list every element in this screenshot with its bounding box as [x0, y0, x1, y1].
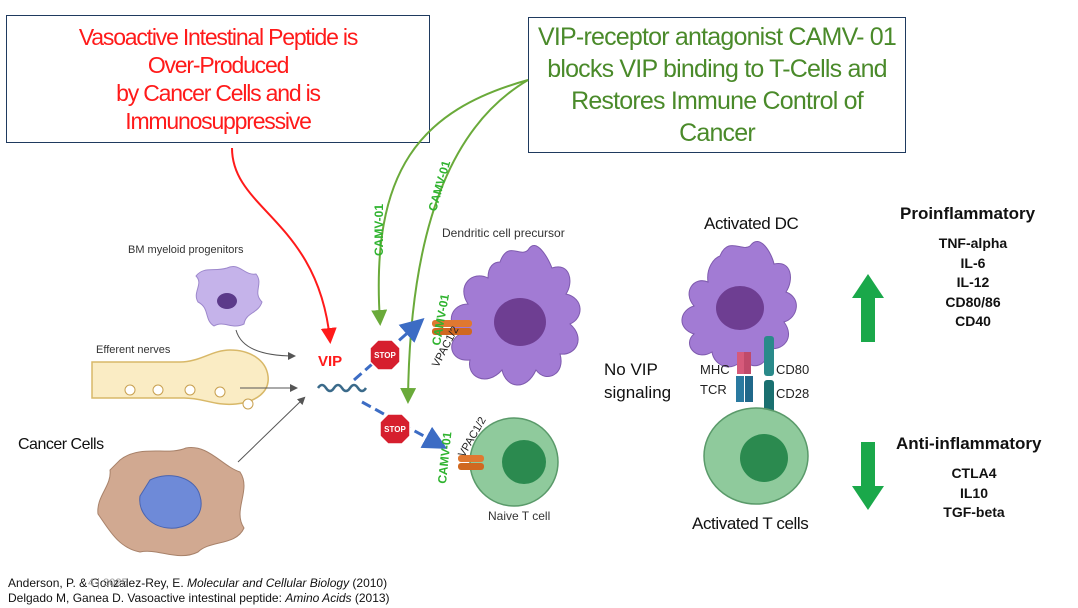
bm-to-vip-arrow — [235, 329, 296, 360]
antagonist-title-line-3: Restores Immune Control of — [571, 87, 864, 115]
cd80-label: CD80 — [776, 362, 810, 377]
tcr-label: TCR — [700, 382, 727, 397]
activated-t-cells-label: Activated T cells — [692, 514, 809, 533]
naive-t-cell-label: Naive T cell — [488, 509, 551, 523]
mhc-tcr-complex — [736, 352, 753, 402]
proinflammatory-item: CD80/86 — [945, 293, 1001, 310]
vip-title-line-2: Over-Produced — [147, 52, 290, 78]
vpac-receptor-dc — [432, 320, 472, 335]
vip-label: VIP — [318, 353, 343, 370]
dc-precursor-label: Dendritic cell precursor — [442, 226, 565, 240]
reference-1-journal: Molecular and Cellular Biology — [186, 576, 350, 590]
bm-progenitors-label: BM myeloid progenitors — [128, 244, 244, 256]
antagonist-title-line-1: VIP-receptor antagonist CAMV- 01 — [538, 23, 897, 51]
naive-t-cell — [469, 417, 559, 507]
camv-curve-to-dc — [371, 79, 529, 326]
stop-sign-lower: STOP — [379, 413, 411, 445]
activated-dc — [681, 241, 797, 368]
bm-progenitor-cell — [195, 266, 263, 327]
cd80-cd28-complex — [764, 336, 774, 420]
anti-inflammatory-list: CTLA4 IL10 TGF-beta — [924, 464, 1024, 523]
antagonist-title-line-4: Cancer — [679, 119, 756, 147]
cancer-to-vip-arrow — [237, 396, 306, 463]
efferent-nerve — [91, 349, 269, 410]
reference-2: Delgado M, Ganea D. Vasoactive intestina… — [8, 591, 390, 606]
proinflammatory-heading: Proinflammatory — [900, 204, 1036, 223]
no-vip-signaling-label: No VIP signaling — [604, 358, 671, 404]
activated-dc-label: Activated DC — [704, 214, 799, 233]
no-vip-line-2: signaling — [604, 383, 672, 402]
cd28-label: CD28 — [776, 386, 810, 401]
stop-label-lower: STOP — [384, 425, 406, 434]
anti-inflammatory-item: IL10 — [959, 484, 988, 501]
camv-label-2: CAMV-01 — [425, 159, 453, 213]
vpac-receptor-tcell — [458, 455, 484, 470]
proinflammatory-item: CD40 — [955, 313, 991, 329]
antagonist-title-box: VIP-receptor antagonist CAMV- 01 blocks … — [528, 17, 906, 153]
red-arrow-to-vip — [231, 147, 337, 344]
proinflammatory-item: TNF-alpha — [938, 235, 1008, 251]
reference-1: Anderson, P. & Gonzalez-Rey, E. Molecula… — [8, 576, 387, 591]
mhc-label: MHC — [700, 362, 730, 377]
stop-label-upper: STOP — [374, 351, 396, 360]
antagonist-title-line-2: blocks VIP binding to T-Cells and — [547, 55, 887, 83]
reference-1-authors: Anderson, P. & Gonzalez-Rey, E. — [8, 576, 187, 590]
proinflammatory-list: TNF-alpha IL-6 IL-12 CD80/86 CD40 — [918, 234, 1028, 332]
efferent-nerves-label: Efferent nerves — [96, 344, 171, 356]
anti-inflammatory-item: CTLA4 — [951, 465, 997, 481]
down-arrow-icon — [852, 442, 884, 510]
reference-2-authors: Delgado M, Ganea D. Vasoactive intestina… — [8, 591, 286, 605]
reference-2-journal: Amino Acids — [285, 591, 352, 605]
vip-title-line-3: by Cancer Cells and is — [116, 80, 321, 106]
anti-inflammatory-item: TGF-beta — [943, 504, 1005, 520]
vip-title-line-4: Immunosuppressive — [125, 108, 312, 134]
vip-title-line-1: Vasoactive Intestinal Peptide is — [78, 24, 358, 50]
anti-inflammatory-heading: Anti-inflammatory — [896, 434, 1042, 453]
reference-1-year: (2010) — [349, 576, 388, 590]
cancer-cell — [97, 447, 245, 557]
proinflammatory-item: IL-12 — [956, 274, 990, 290]
activated-t-cell — [703, 407, 809, 505]
proinflammatory-item: IL-6 — [960, 254, 986, 271]
no-vip-line-1: No VIP — [604, 360, 658, 379]
vip-title-box: Vasoactive Intestinal Peptide is Over-Pr… — [6, 15, 430, 143]
stop-sign-upper: STOP — [369, 339, 401, 371]
page-number: 4 | 2025 — [88, 577, 128, 589]
up-arrow-icon — [852, 274, 884, 342]
cancer-cells-label: Cancer Cells — [18, 436, 104, 453]
dendritic-cell-precursor — [450, 245, 581, 386]
camv-label-1: CAMV-01 — [372, 204, 386, 256]
reference-2-year: (2013) — [351, 591, 390, 605]
camv-label-4: CAMV-01 — [435, 431, 454, 485]
vip-peptide — [316, 383, 368, 393]
